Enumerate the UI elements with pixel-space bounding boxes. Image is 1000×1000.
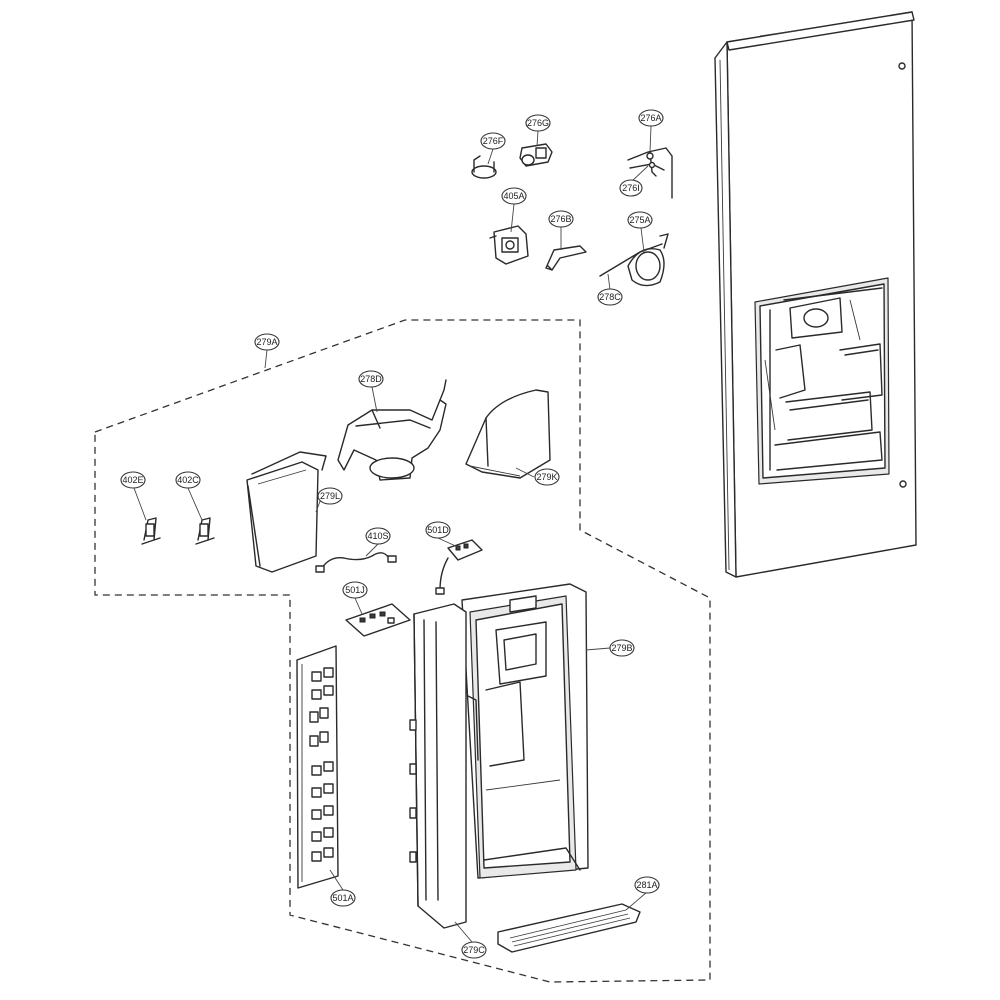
- callout-279C-text: 279C: [463, 945, 485, 955]
- part-276B-shape: [545, 245, 587, 271]
- refrigerator-door-panel: [714, 11, 917, 578]
- callout-276I-text: 276I: [622, 183, 640, 193]
- part-276A-shape: [627, 147, 673, 199]
- callout-276G: 276G: [525, 114, 551, 132]
- part-501J-shape: [345, 603, 411, 637]
- part-402C-shape: [195, 517, 215, 545]
- callout-402C-text: 402C: [177, 475, 199, 485]
- callout-275A: 275A: [627, 211, 653, 229]
- callout-276F-text: 276F: [483, 136, 504, 146]
- part-501A-shape: [296, 645, 339, 889]
- callout-279B: 279B: [609, 639, 635, 657]
- callout-405A: 405A: [501, 187, 527, 205]
- callout-501D-text: 501D: [427, 525, 449, 535]
- callout-279L-text: 279L: [320, 491, 340, 501]
- callout-276B: 276B: [548, 210, 574, 228]
- part-279K-shape: [465, 389, 551, 479]
- callout-501A-text: 501A: [332, 893, 353, 903]
- part-405A-shape: [489, 225, 529, 265]
- callout-402E: 402E: [120, 471, 146, 489]
- callout-278D: 278D: [358, 370, 384, 388]
- callout-279A: 279A: [254, 333, 280, 351]
- part-275A-shape: [599, 233, 669, 287]
- callout-405A-text: 405A: [503, 191, 524, 201]
- callout-276A: 276A: [638, 109, 664, 127]
- callout-402E-text: 402E: [122, 475, 143, 485]
- callout-275A-text: 275A: [629, 215, 650, 225]
- callout-279B-text: 279B: [611, 643, 632, 653]
- callout-276B-text: 276B: [550, 214, 571, 224]
- part-276G-shape: [519, 143, 553, 167]
- part-410S-shape: [315, 552, 397, 573]
- callout-279K-text: 279K: [536, 472, 557, 482]
- callout-410S: 410S: [365, 527, 391, 545]
- leader-lines: [133, 125, 652, 943]
- part-501D-shape: [435, 539, 483, 595]
- callout-410S-text: 410S: [367, 531, 388, 541]
- callout-279K: 279K: [534, 468, 560, 486]
- callout-276G-text: 276G: [527, 118, 549, 128]
- callout-276F: 276F: [480, 132, 506, 150]
- part-279C-shape: [409, 603, 467, 929]
- callout-278D-text: 278D: [360, 374, 382, 384]
- callout-278C: 278C: [597, 288, 623, 306]
- part-278D-shape: [337, 379, 447, 481]
- callout-276I: 276I: [619, 179, 643, 197]
- part-276F-shape: [471, 155, 497, 179]
- callout-501J: 501J: [342, 581, 368, 599]
- callout-281A-text: 281A: [636, 880, 657, 890]
- callout-276A-text: 276A: [640, 113, 661, 123]
- callout-279L: 279L: [317, 487, 343, 505]
- part-279L-shape: [246, 451, 327, 573]
- callout-281A: 281A: [634, 876, 660, 894]
- assembly-279A-boundary: [94, 319, 711, 983]
- part-276I-shape: [629, 161, 665, 171]
- callout-501D: 501D: [425, 521, 451, 539]
- part-402E-shape: [141, 517, 161, 545]
- callout-279A-text: 279A: [256, 337, 277, 347]
- callout-402C: 402C: [175, 471, 201, 489]
- callout-501A: 501A: [330, 889, 356, 907]
- callout-501J-text: 501J: [345, 585, 365, 595]
- callout-278C-text: 278C: [599, 292, 621, 302]
- part-281A-shape: [497, 903, 641, 953]
- part-279B-shape: [461, 583, 589, 879]
- callout-279C: 279C: [461, 941, 487, 959]
